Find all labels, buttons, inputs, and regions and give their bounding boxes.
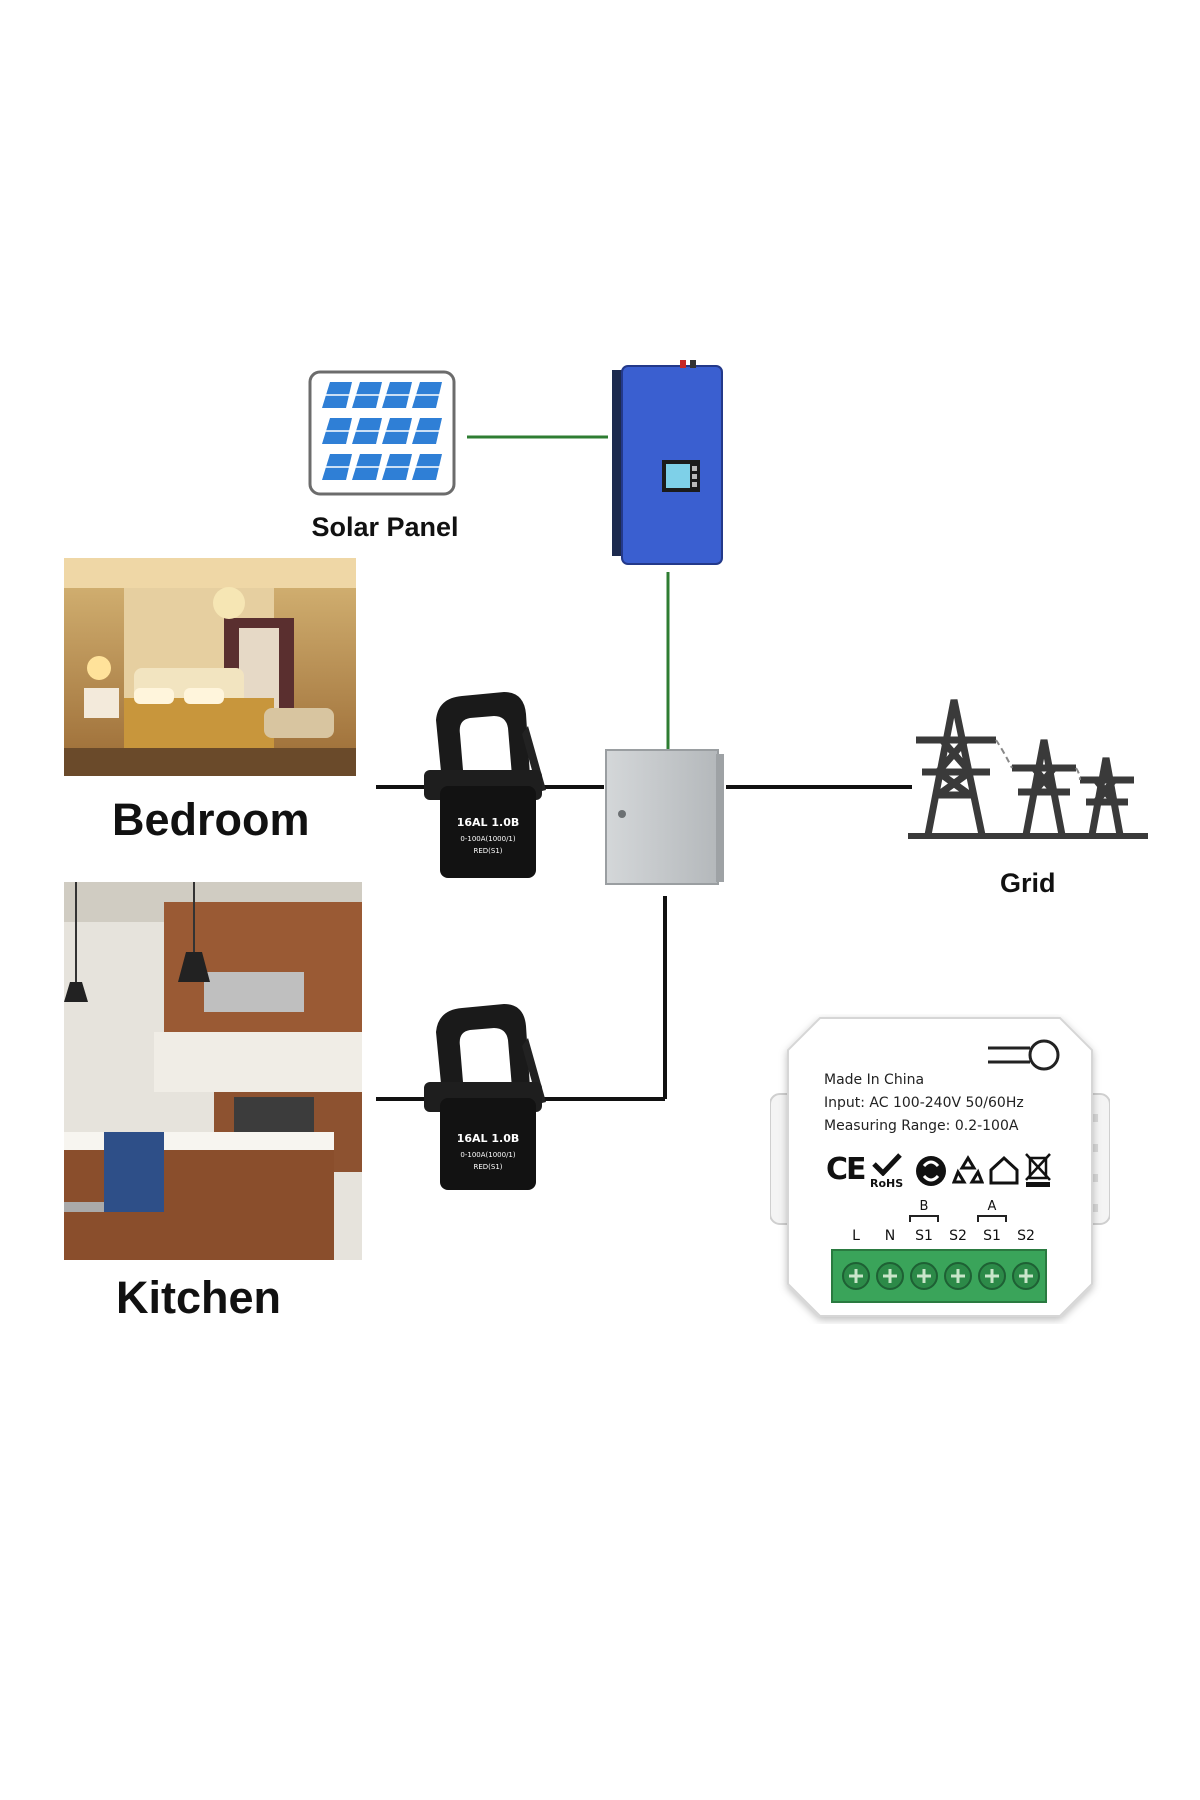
ct-clamp-wire: RED(S1) xyxy=(473,1163,503,1171)
rohs-check-icon xyxy=(872,1153,902,1176)
distribution-box xyxy=(605,749,724,885)
solar-panel-icon xyxy=(308,370,456,496)
terminal-group-b: B xyxy=(919,1199,929,1214)
terminal-label-n: N xyxy=(884,1228,896,1244)
solar-panel-label: Solar Panel xyxy=(311,512,459,542)
bedroom-label: Bedroom xyxy=(112,794,310,845)
grid-label: Grid xyxy=(1000,868,1056,898)
kitchen-label: Kitchen xyxy=(116,1272,282,1323)
bedroom-image xyxy=(64,558,356,776)
terminal-label-a-s2: S2 xyxy=(1017,1228,1035,1244)
ct-clamp-kitchen: 16AL 1.0B 0-100A(1000/1) RED(S1) xyxy=(420,998,556,1192)
kitchen-image xyxy=(64,882,362,1260)
meter-made-in: Made In China xyxy=(824,1072,925,1088)
terminal-label-b-s2: S2 xyxy=(949,1228,967,1244)
ct-clamp-model: 16AL 1.0B xyxy=(456,1132,520,1145)
terminal-label-b-s1: S1 xyxy=(915,1228,933,1244)
ct-clamp-body-icon xyxy=(424,692,546,878)
indoor-use-icon xyxy=(989,1155,1019,1185)
green-dot-icon xyxy=(916,1156,946,1186)
terminal-label-a-s1: S1 xyxy=(983,1228,1001,1244)
ct-clamp-range: 0-100A(1000/1) xyxy=(460,1151,516,1159)
ct-clamp-model: 16AL 1.0B xyxy=(456,816,520,829)
ct-clamp-range: 0-100A(1000/1) xyxy=(460,835,516,843)
ct-clamp-body-icon xyxy=(424,1004,546,1190)
rohs-mark: RoHS xyxy=(870,1177,904,1190)
inverter-device xyxy=(612,360,723,565)
recycle-icon xyxy=(952,1155,984,1184)
meter-range-spec: Measuring Range: 0.2-100A xyxy=(824,1118,1019,1134)
power-grid-icon xyxy=(908,699,1148,839)
energy-meter: Made In China Input: AC 100-240V 50/60Hz… xyxy=(770,1014,1110,1324)
ct-clamp-wire: RED(S1) xyxy=(473,847,503,855)
terminal-group-a: A xyxy=(987,1199,997,1214)
meter-input-spec: Input: AC 100-240V 50/60Hz xyxy=(824,1095,1024,1111)
terminal-label-l: L xyxy=(852,1228,860,1244)
ct-clamp-bedroom: 16AL 1.0B 0-100A(1000/1) RED(S1) xyxy=(420,686,556,880)
weee-bin-icon xyxy=(1025,1153,1051,1187)
ce-mark: CE xyxy=(826,1152,866,1187)
